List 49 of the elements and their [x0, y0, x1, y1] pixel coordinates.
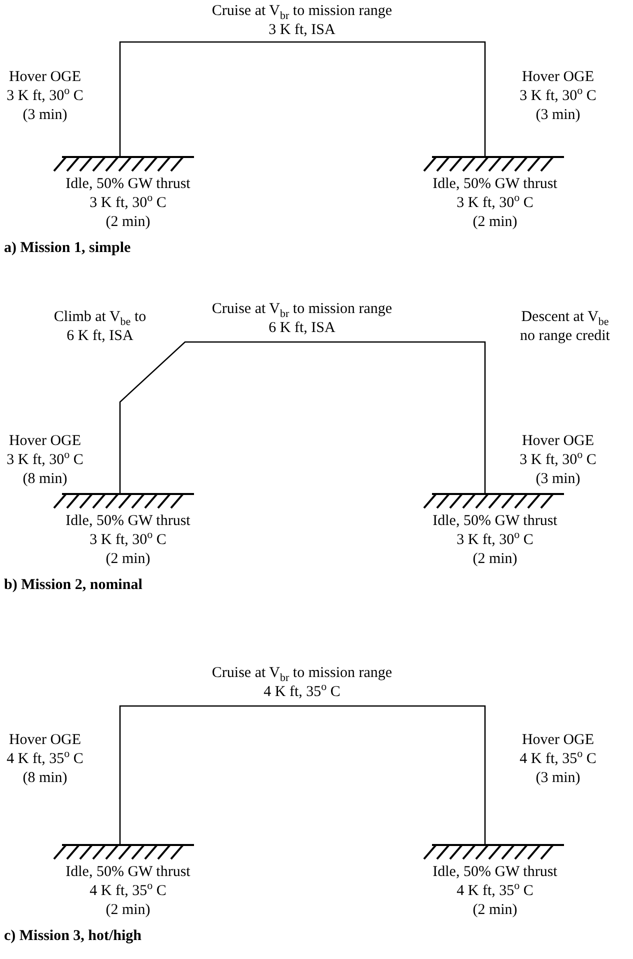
profile-label: Hover OGE — [8, 432, 82, 450]
profile-label: 4 K ft, 35$^{o}$ C — [264, 683, 340, 701]
profile-label: (2 min) — [106, 901, 150, 919]
profile-label: Cruise at V$_{br}$ to mission range — [212, 2, 392, 20]
profile-label: 3 K ft, 30$^{o}$ C — [520, 87, 596, 105]
profile-label: (8 min) — [22, 470, 68, 488]
panel-caption: a) Mission 1, simple — [4, 239, 131, 257]
profile-label: 3 K ft, 30$^{o}$ C — [520, 451, 596, 469]
profile-label: (8 min) — [22, 769, 68, 787]
profile-label: (3 min) — [22, 106, 68, 124]
profile-label: 4 K ft, 35$^{o}$ C — [520, 750, 596, 768]
profile-label: 4 K ft, 35$^{o}$ C — [456, 882, 534, 900]
profile-label: Idle, 50% GW thrust — [432, 512, 558, 530]
profile-label: (3 min) — [536, 470, 580, 488]
profile-label: Hover OGE — [522, 731, 594, 749]
profile-label: Descent at V$_{be}$ — [521, 308, 609, 326]
profile-label: 3 K ft, 30$^{o}$ C — [456, 531, 534, 549]
panel-caption: c) Mission 3, hot/high — [4, 927, 142, 945]
profile-label: Hover OGE — [522, 68, 594, 86]
profile-label: Idle, 50% GW thrust — [66, 863, 190, 881]
profile-label: Hover OGE — [522, 432, 594, 450]
profile-label: Cruise at V$_{br}$ to mission range — [212, 300, 392, 318]
profile-label: no range credit — [520, 327, 610, 345]
profile-label: (2 min) — [472, 550, 518, 568]
profile-label: (2 min) — [106, 213, 150, 231]
profile-label: 3 K ft, ISA — [268, 21, 336, 39]
profile-label: 3 K ft, 30$^{o}$ C — [6, 451, 84, 469]
profile-label: 4 K ft, 35$^{o}$ C — [6, 750, 84, 768]
profile-label: (2 min) — [472, 213, 518, 231]
panel-caption: b) Mission 2, nominal — [4, 576, 142, 594]
profile-label: 3 K ft, 30$^{o}$ C — [456, 194, 534, 212]
profile-label: 3 K ft, 30$^{o}$ C — [90, 194, 166, 212]
profile-label: Cruise at V$_{br}$ to mission range — [212, 664, 392, 682]
profile-label: Idle, 50% GW thrust — [432, 175, 558, 193]
profile-label: (3 min) — [536, 769, 580, 787]
profile-label: Idle, 50% GW thrust — [432, 863, 558, 881]
profile-label: Idle, 50% GW thrust — [66, 512, 190, 530]
profile-label: 3 K ft, 30$^{o}$ C — [6, 87, 84, 105]
profile-label: Idle, 50% GW thrust — [66, 175, 190, 193]
profile-label: Hover OGE — [8, 731, 82, 749]
profile-label: 6 K ft, ISA — [268, 319, 336, 337]
profile-label: (2 min) — [106, 550, 150, 568]
profile-label: 6 K ft, ISA — [66, 327, 134, 345]
profile-label: Hover OGE — [8, 68, 82, 86]
profile-label: 3 K ft, 30$^{o}$ C — [90, 531, 166, 549]
profile-label: 4 K ft, 35$^{o}$ C — [90, 882, 166, 900]
profile-label: (3 min) — [536, 106, 580, 124]
profile-label: Climb at V$_{be}$ to — [54, 308, 146, 326]
profile-label: (2 min) — [472, 901, 518, 919]
